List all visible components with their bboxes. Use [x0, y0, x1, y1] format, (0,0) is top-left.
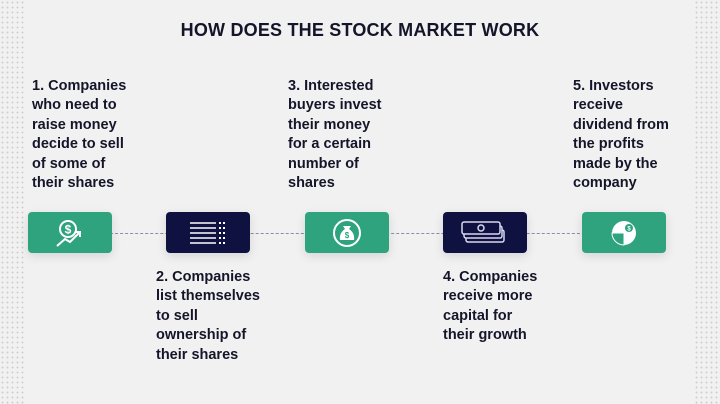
- cash-stack-icon: [461, 220, 505, 243]
- svg-text:$: $: [345, 231, 350, 240]
- svg-text:$: $: [65, 222, 72, 236]
- pie-chart-icon: $: [611, 220, 636, 246]
- svg-text:$: $: [627, 226, 631, 232]
- dot-pattern-right: [694, 0, 720, 404]
- step-3-box: $: [305, 212, 389, 253]
- step-5-box: $: [582, 212, 666, 253]
- step-2-box: [166, 212, 250, 253]
- list-icon: [190, 221, 225, 244]
- step-1-text: 1. Companies who need to raise money dec…: [32, 78, 127, 192]
- step-3-text: 3. Interested buyers invest their money …: [288, 78, 382, 192]
- step-5-text: 5. Investors receive dividend from the p…: [573, 78, 669, 192]
- step-1-box: $: [28, 212, 112, 253]
- step-2-text: 2. Companies list themselves to sell own…: [156, 269, 260, 363]
- money-bag-icon: $: [333, 218, 361, 247]
- step-4-box: [443, 212, 527, 253]
- dot-pattern-left: [0, 0, 26, 404]
- step-4-text: 4. Companies receive more capital for th…: [443, 269, 538, 344]
- page-title: HOW DOES THE STOCK MARKET WORK: [180, 20, 540, 40]
- dollar-growth-icon: $: [56, 219, 81, 247]
